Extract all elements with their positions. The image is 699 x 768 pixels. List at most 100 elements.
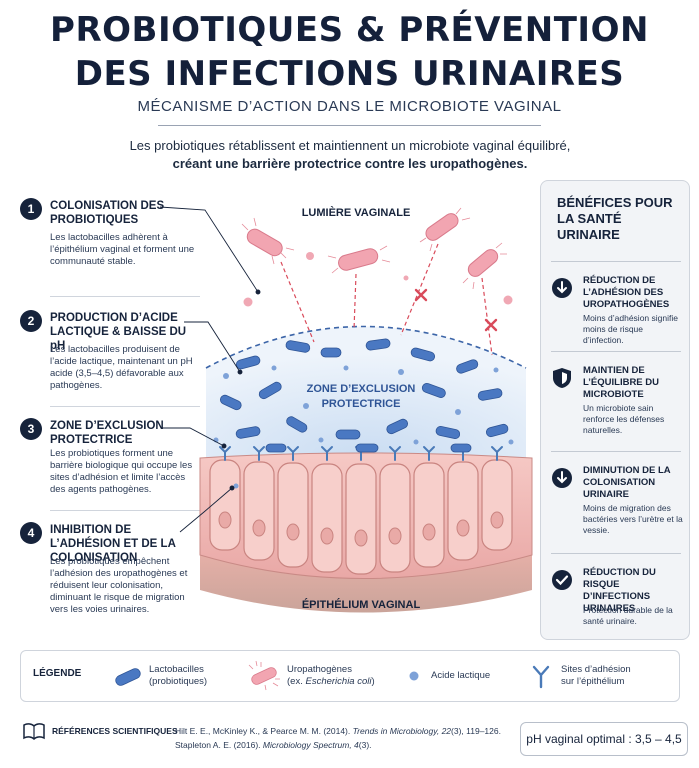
- epithelial-cells: [209, 459, 513, 575]
- legend-title: LÉGENDE: [33, 668, 82, 679]
- legend-lactobacilli-line2: (probiotiques): [149, 676, 208, 687]
- cell-nucleus: [354, 529, 368, 547]
- exclusion-zone-border: [205, 325, 527, 369]
- cell-nucleus: [286, 523, 300, 541]
- legend-adhesion-sites: Sites d’adhésion sur l’épithélium: [561, 664, 631, 688]
- reference-1: Hilt E. E., McKinley K., & Pearce M. M. …: [175, 726, 501, 736]
- legend-lactobacilli-line1: Lactobacilles: [149, 664, 204, 675]
- uropathogen: [246, 228, 283, 257]
- legend-uropathogens-line1: Uropathogènes: [287, 664, 352, 675]
- lactobacillus: [365, 338, 391, 351]
- lactic-acid-dot: [271, 365, 277, 371]
- cell-nucleus: [490, 511, 504, 529]
- lactobacillus: [456, 359, 479, 374]
- lactic-acid-dot: [398, 369, 404, 375]
- legend: LÉGENDE Lactobacilles (probiotiques) Uro…: [20, 650, 680, 702]
- lactic-acid-dot: [303, 403, 309, 409]
- check-icon: [552, 570, 572, 590]
- zone-label-1: ZONE D’EXCLUSION: [307, 383, 416, 395]
- lactobacillus: [477, 388, 503, 401]
- step-divider: [50, 406, 200, 407]
- ph-optimal-box: pH vaginal optimal : 3,5 – 4,5: [520, 722, 688, 756]
- epithelial-cell: [243, 461, 275, 561]
- pathogen-particle: [403, 275, 409, 281]
- reference-2: Stapleton A. E. (2016). Microbiology Spe…: [175, 740, 372, 750]
- benefit-text: Moins d’adhésion signifie moins de risqu…: [583, 313, 678, 345]
- blocked-trajectories: [280, 243, 493, 356]
- cell-nucleus: [388, 527, 402, 545]
- blocked-x-icon: [414, 288, 428, 302]
- lactobacillus: [265, 443, 287, 453]
- epithelial-cell: [379, 463, 411, 573]
- benefit-heading: RÉDUCTION DU RISQUE D’INFECTIONS URINAIR…: [583, 567, 656, 614]
- adhesion-site: [491, 446, 503, 461]
- lactobacillus: [335, 429, 361, 440]
- intro-line-2: créant une barrière protectrice contre l…: [172, 156, 528, 171]
- legend-adhesion-line2: sur l’épithélium: [561, 676, 625, 687]
- lactic-acid-dot: [223, 373, 229, 379]
- lactic-acid-dots: [213, 365, 514, 489]
- benefits-divider: [551, 261, 681, 262]
- step-text: Les lactobacilles adhèrent à l’épithéliu…: [50, 232, 195, 267]
- lactic-acid-dot: [233, 483, 239, 489]
- cell-nucleus: [456, 519, 470, 537]
- arrow-down-icon: [552, 468, 572, 488]
- uropathogens: [246, 213, 499, 277]
- connector-step-3: [162, 427, 225, 447]
- lactobacillus: [219, 394, 242, 411]
- cell-nucleus: [320, 527, 334, 545]
- exclusion-zone: [206, 326, 526, 460]
- benefits-divider: [551, 451, 681, 452]
- mechanism-diagram: LUMIÈRE VAGINALE: [199, 206, 533, 613]
- legend-uropathogens: Uropathogènes (ex. Escherichia coli): [287, 664, 375, 688]
- benefit-heading: RÉDUCTION DE L’ADHÉSION DES UROPATHOGÈNE…: [583, 275, 670, 310]
- step-number: 4: [20, 522, 42, 544]
- adhesion-site: [287, 446, 299, 461]
- title-line-2: DES INFECTIONS URINAIRES: [74, 54, 625, 94]
- cell-nucleus: [422, 523, 436, 541]
- connector-step-1: [159, 206, 259, 293]
- lactic-acid-dot: [455, 409, 461, 415]
- lactobacillus: [485, 423, 509, 438]
- cell-nuclei: [218, 511, 504, 547]
- lactic-acid-dot: [343, 365, 349, 371]
- step-title: INHIBITION DE L’ADHÉSION ET DE LA COLONI…: [50, 524, 176, 564]
- adhesion-sites: [219, 446, 503, 461]
- benefit-text: Protection durable de la santé urinaire.: [583, 605, 673, 626]
- lactobacillus: [450, 443, 472, 453]
- adhesion-site: [219, 446, 231, 461]
- pathogen-particle: [306, 252, 314, 260]
- lactobacillus: [235, 426, 261, 439]
- lactic-acid-dot: [508, 439, 514, 445]
- lactobacillus: [286, 416, 308, 433]
- blocked-x-icon: [484, 318, 498, 332]
- connector-step-4: [179, 487, 233, 533]
- lactobacillus: [435, 426, 461, 439]
- page-title: PROBIOTIQUES & PRÉVENTION DES INFECTIONS…: [0, 8, 699, 96]
- shield-icon: [553, 368, 571, 388]
- adhesion-site: [389, 446, 401, 461]
- adhesion-site-icon: [532, 665, 550, 689]
- lactic-acid-dot: [318, 437, 324, 443]
- benefit-heading: DIMINUTION DE LA COLONISATION URINAIRE: [583, 465, 671, 500]
- step-text: Les lactobacilles produisent de l’acide …: [50, 344, 193, 391]
- zone-label-2: PROTECTRICE: [322, 398, 401, 410]
- lactobacillus: [410, 347, 436, 362]
- lactic-acid-icon: [409, 671, 419, 681]
- benefit-text: Un microbiote sain renforce les défenses…: [583, 403, 665, 435]
- epithelium-label: ÉPITHÉLIUM VAGINAL: [302, 598, 421, 611]
- legend-adhesion-line1: Sites d’adhésion: [561, 664, 631, 675]
- step-number: 3: [20, 418, 42, 440]
- pathogen-flagella: [241, 207, 507, 290]
- lumen-label: LUMIÈRE VAGINALE: [302, 206, 411, 219]
- intro-line-1: Les probiotiques rétablissent et maintie…: [129, 138, 571, 153]
- arrow-down-icon: [552, 278, 572, 298]
- lactic-acid-dot: [493, 367, 499, 373]
- benefit-heading: MAINTIEN DE L’ÉQUILIBRE DU MICROBIOTE: [583, 365, 660, 400]
- adhesion-site: [253, 446, 265, 461]
- benefits-divider: [551, 351, 681, 352]
- subtitle: MÉCANISME D’ACTION DANS LE MICROBIOTE VA…: [137, 98, 562, 115]
- step-text: Les probiotiques forment une barrière bi…: [50, 448, 193, 495]
- lactobacillus: [386, 418, 409, 435]
- uropathogen-icon: [248, 661, 280, 691]
